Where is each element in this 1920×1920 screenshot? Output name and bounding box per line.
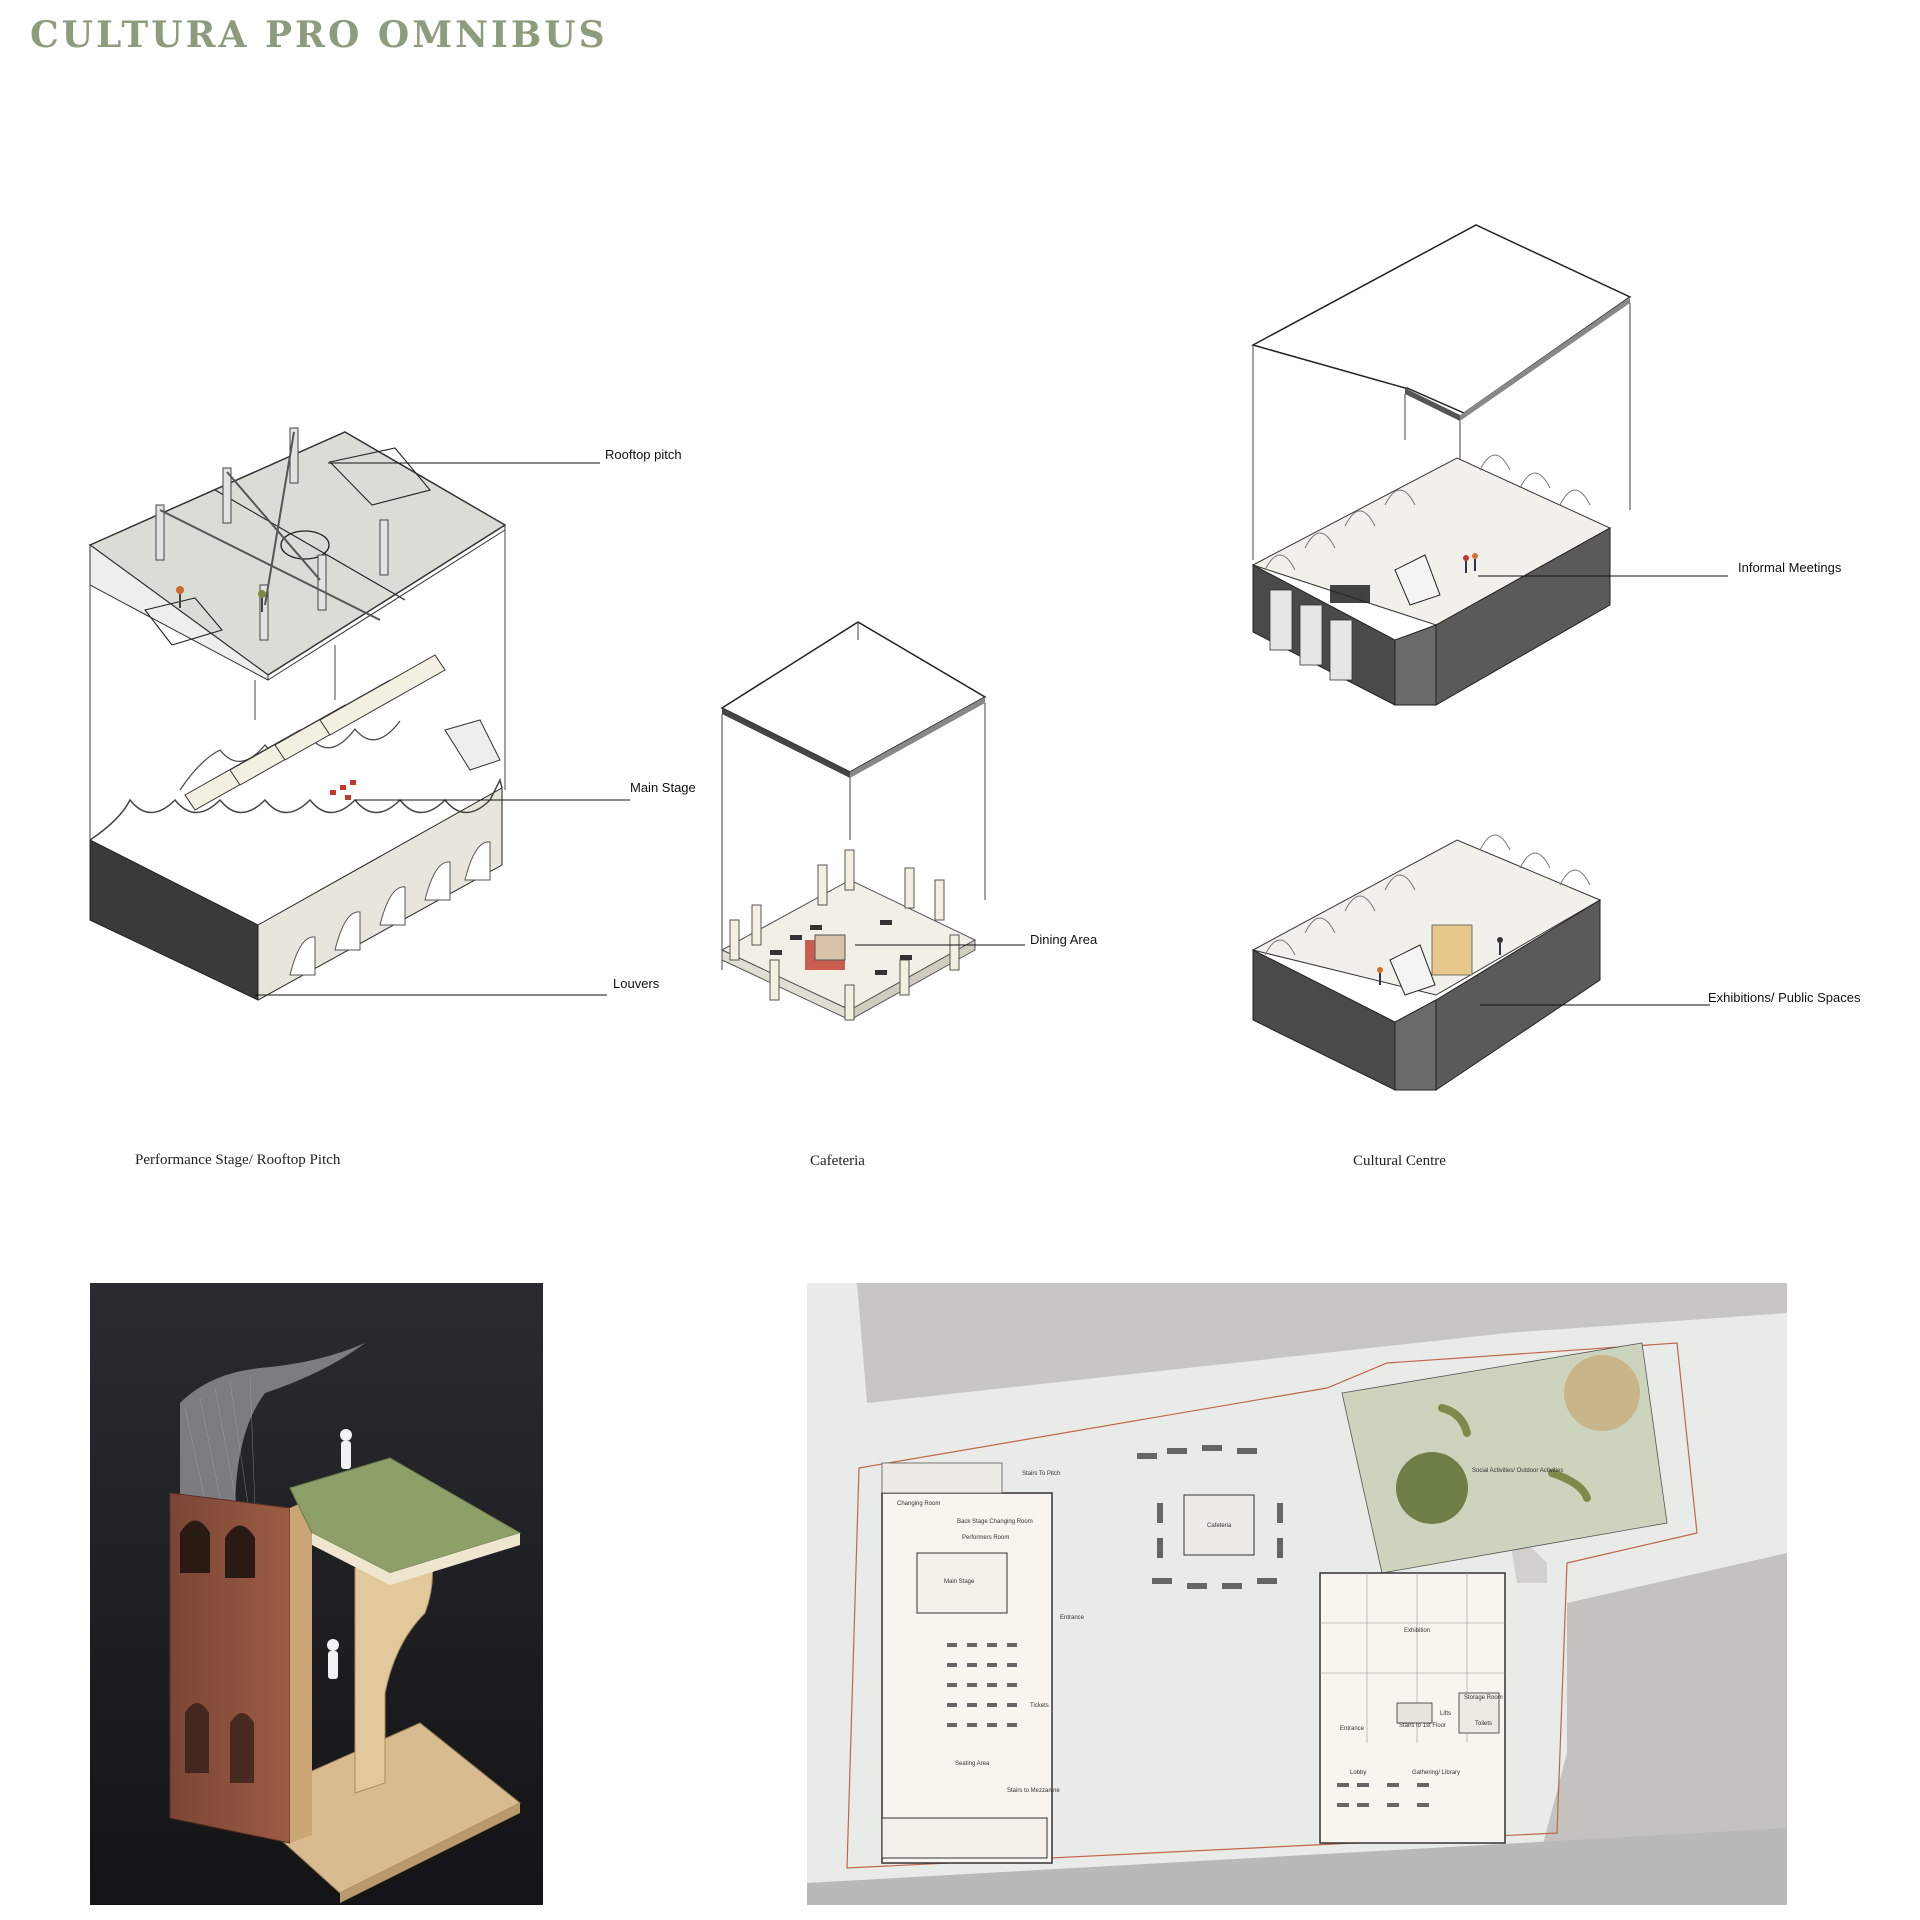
plan-label-stairs-pitch: Stairs To Pitch — [1022, 1471, 1061, 1477]
model-photo — [90, 1283, 543, 1905]
cafeteria-axonometric — [720, 621, 1025, 1021]
plan-label-gathering-library: Gathering/ Library — [1412, 1770, 1461, 1776]
caption-performance: Performance Stage/ Rooftop Pitch — [135, 1152, 341, 1168]
site-boundary — [846, 1342, 1698, 1869]
plan-label-stairs-mezzanine: Stairs to Mezzanine — [1007, 1788, 1060, 1794]
plan-label-seating-area: Seating Area — [955, 1761, 990, 1767]
caption-cafeteria: Cafeteria — [810, 1153, 865, 1169]
plan-label-lifts: Lifts — [1440, 1711, 1452, 1717]
label-main-stage: Main Stage — [630, 780, 696, 795]
center-circle — [280, 530, 330, 560]
caption-cultural-centre: Cultural Centre — [1353, 1153, 1446, 1169]
performance-axonometric — [88, 427, 630, 1001]
label-informal-meetings: Informal Meetings — [1738, 560, 1842, 575]
plan-label-stairs-first-floor: Stairs to 1st Floor — [1399, 1723, 1447, 1729]
plan-label-cafeteria: Cafeteria — [1207, 1523, 1232, 1529]
plan-label-main-stage: Main Stage — [944, 1579, 975, 1585]
page-title: CULTURA PRO OMNIBUS — [30, 14, 608, 56]
plan-label-exhibition: Exhibition — [1404, 1628, 1431, 1634]
plan-label-changing-room: Changing Room — [897, 1501, 941, 1507]
cultural-roof — [1251, 224, 1632, 414]
plan-label-lobby: Lobby — [1350, 1770, 1367, 1776]
plan-label-performers-room: Performers Room — [962, 1535, 1010, 1541]
plan-label-entrance-east: Entrance — [1340, 1726, 1365, 1732]
plan-label-storage-room: Storage Room — [1464, 1695, 1503, 1701]
label-louvers: Louvers — [613, 976, 660, 991]
plan-label-toilets: Toilets — [1475, 1721, 1493, 1727]
site-plan: Stairs To Pitch Changing Room Back Stage… — [807, 1283, 1787, 1905]
label-dining-area: Dining Area — [1030, 932, 1098, 947]
cultural-centre-axonometric — [1251, 224, 1728, 1091]
mesh-canopy — [180, 1343, 365, 1523]
plan-label-tickets-west: Tickets — [1030, 1703, 1049, 1709]
plan-label-entrance-west: Entrance — [1060, 1615, 1085, 1621]
performance-building-plan — [881, 1492, 1053, 1864]
stage-building-left-wall — [89, 839, 259, 1001]
plan-label-social: Social Activities/ Outdoor Activities — [1472, 1468, 1564, 1474]
label-exhibitions-public: Exhibitions/ Public Spaces — [1708, 990, 1861, 1005]
cafeteria-roof — [720, 621, 987, 773]
cafeteria-plan — [1183, 1494, 1255, 1556]
plan-label-back-stage: Back Stage Changing Room — [957, 1519, 1033, 1525]
label-rooftop-pitch: Rooftop pitch — [605, 447, 682, 462]
stage-building-right-wall — [257, 787, 503, 1001]
